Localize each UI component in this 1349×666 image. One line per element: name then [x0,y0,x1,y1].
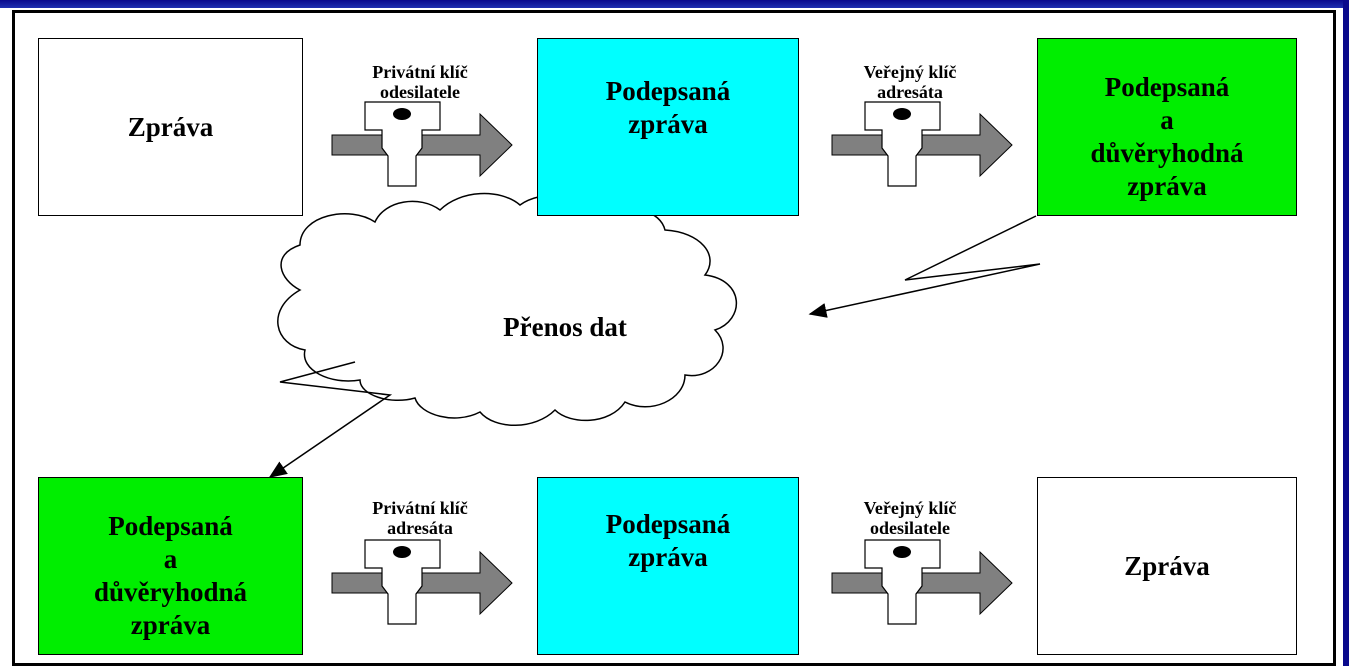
diagram-border [12,10,1336,666]
key-icon [364,539,441,625]
key-label-top-2: Veřejný klíč adresáta [863,62,957,102]
connector-top-to-cloud [808,215,1041,318]
cloud-icon [277,192,738,426]
key-hole-icon [893,108,911,120]
key-hole-icon [893,546,911,558]
connector-cloud-to-bottom [268,361,393,478]
box-top-signed: Podepsaná zpráva [537,38,799,216]
window-top-bar [0,0,1349,8]
key-arrow-bottom-2 [830,538,1020,628]
cloud-label: Přenos dat [503,312,627,342]
key-label-bottom-1: Privátní klíč adresáta [372,498,468,538]
key-arrow-bottom-1 [330,538,520,628]
box-bottom-trusted: Podepsaná a důvěryhodná zpráva [38,477,303,655]
box-top-message: Zpráva [38,38,303,216]
box-top-trusted: Podepsaná a důvěryhodná zpráva [1037,38,1297,216]
key-arrow-top-1 [330,100,520,190]
box-bottom-message: Zpráva [1037,477,1297,655]
box-bottom-signed: Podepsaná zpráva [537,477,799,655]
key-icon [864,539,941,625]
window-right-bar [1343,0,1349,666]
key-hole-icon [393,108,411,120]
key-arrow-top-2 [830,100,1020,190]
key-icon [364,101,441,187]
key-hole-icon [393,546,411,558]
key-label-bottom-2: Veřejný klíč odesilatele [863,498,957,538]
key-icon [864,101,941,187]
key-label-top-1: Privátní klíč odesilatele [372,62,468,102]
